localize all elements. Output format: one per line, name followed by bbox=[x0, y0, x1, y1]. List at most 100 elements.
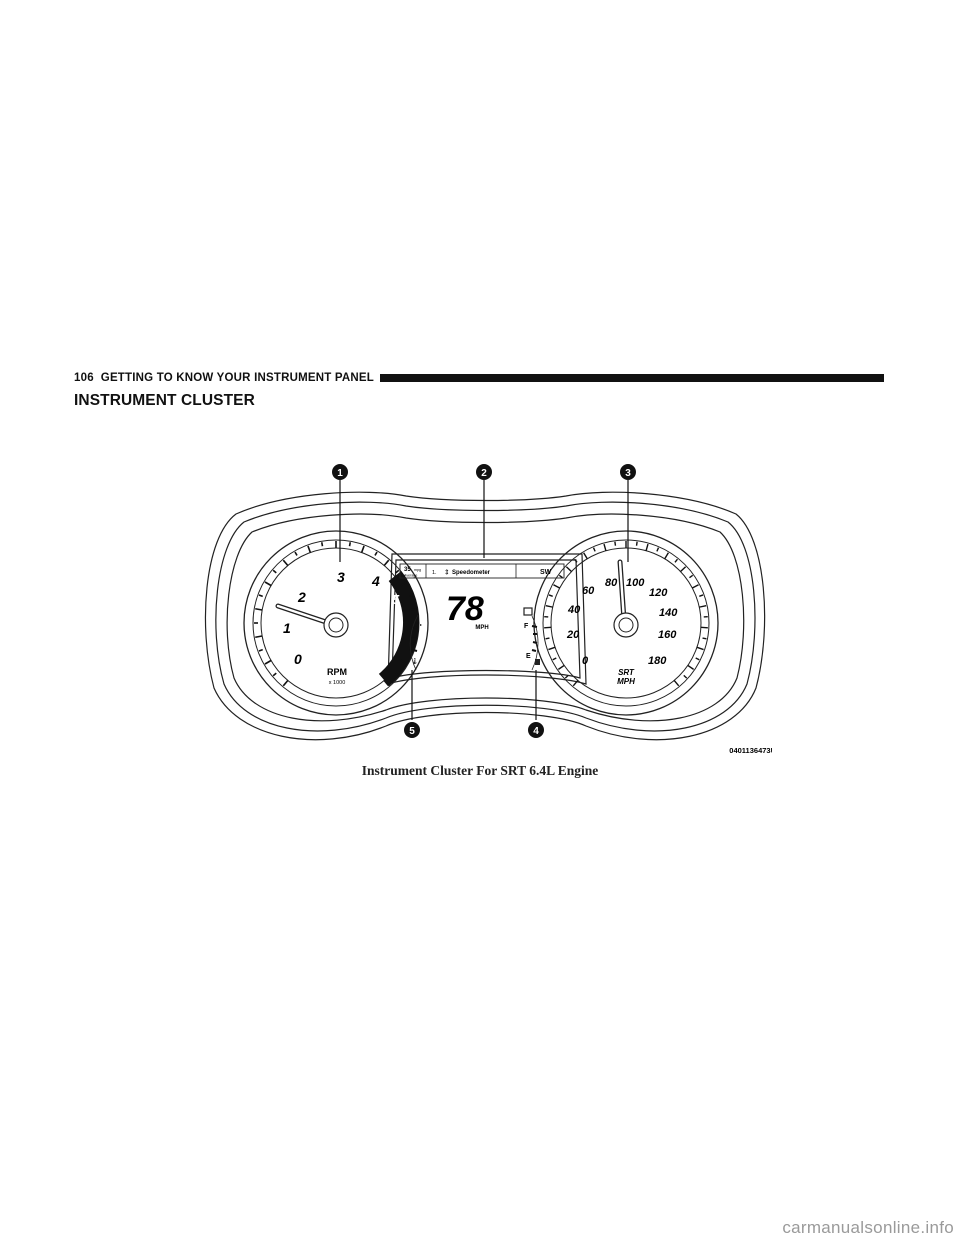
speed-label-100: 100 bbox=[626, 577, 645, 589]
running-title: GETTING TO KNOW YOUR INSTRUMENT PANEL bbox=[100, 372, 374, 384]
tach-ticks-mark bbox=[258, 594, 263, 598]
tach-ticks-mark bbox=[282, 559, 289, 567]
section-title: INSTRUMENT CLUSTER bbox=[74, 392, 255, 409]
speed-ticks-mark bbox=[552, 657, 557, 661]
speed-ticks-mark bbox=[573, 558, 578, 563]
running-header: 106 GETTING TO KNOW YOUR INSTRUMENT PANE… bbox=[74, 370, 884, 386]
digital-speed: 78 bbox=[446, 590, 484, 628]
speed-ticks-mark bbox=[645, 543, 649, 551]
tach-ticks-mark bbox=[400, 659, 408, 665]
tach-ticks-mark bbox=[409, 648, 414, 652]
callout-1: 1 bbox=[332, 464, 348, 480]
callout-leaders bbox=[339, 480, 629, 720]
callout-4-number: 4 bbox=[533, 726, 539, 737]
tach-label-6: 6 bbox=[377, 622, 385, 637]
speed-label-60: 60 bbox=[582, 585, 595, 597]
mpg-label: Average bbox=[404, 574, 417, 578]
tach-ticks-mark bbox=[409, 594, 414, 598]
speed-ticks-mark bbox=[572, 680, 579, 687]
tach-ticks-mark bbox=[374, 551, 378, 556]
speed-ticks-mark bbox=[564, 674, 569, 679]
tach-ticks-mark bbox=[255, 635, 263, 639]
center-display: 35 mpg Average 1. ⇕ Speedometer SW 78 MP… bbox=[399, 563, 565, 671]
speed-ticks-mark bbox=[614, 541, 617, 546]
srt-logo: SRT bbox=[618, 668, 635, 677]
tach-label-4: 4 bbox=[371, 573, 380, 589]
tach-ticks-mark bbox=[409, 607, 417, 611]
tach-ticks-mark bbox=[383, 679, 390, 687]
speed-ticks-mark bbox=[558, 574, 563, 579]
figure-caption: Instrument Cluster For SRT 6.4L Engine bbox=[361, 763, 599, 778]
speed-unit-dial: MPH bbox=[617, 677, 635, 686]
callout-2: 2 bbox=[476, 464, 492, 480]
menu-item: Speedometer bbox=[452, 570, 491, 576]
tachometer-hub bbox=[323, 612, 349, 638]
tach-ticks-mark bbox=[348, 542, 352, 547]
tach-ticks-mark bbox=[255, 607, 263, 611]
speedometer-hub bbox=[613, 612, 639, 638]
fuel-pump-icon bbox=[535, 659, 540, 665]
speed-ticks-mark bbox=[699, 604, 707, 608]
tach-ticks-mark bbox=[395, 672, 400, 677]
sw-label: SW bbox=[540, 569, 552, 576]
speed-ticks-mark bbox=[699, 594, 704, 597]
speed-ticks-mark bbox=[565, 566, 572, 573]
tach-multiplier: x 1000 bbox=[329, 680, 346, 686]
speed-ticks-mark bbox=[689, 574, 694, 579]
tach-label-1: 1 bbox=[283, 620, 291, 636]
speed-ticks-mark bbox=[674, 558, 679, 563]
tach-ticks-mark bbox=[383, 559, 390, 567]
instrument-cluster-figure: 3 4 2 1 0 5 6 7 RPM x 1000 0 20 40 60 80 bbox=[196, 458, 772, 758]
fuel-gauge-arc bbox=[531, 615, 539, 671]
tach-unit: RPM bbox=[327, 667, 347, 677]
speed-label-140: 140 bbox=[659, 607, 678, 619]
speed-ticks-mark bbox=[548, 646, 556, 651]
speed-ticks-mark bbox=[545, 637, 550, 640]
fuel-empty-label: E bbox=[526, 653, 531, 660]
speed-ticks-mark bbox=[545, 604, 553, 608]
tach-ticks-mark bbox=[282, 679, 289, 687]
tachometer-needle bbox=[276, 604, 334, 626]
digital-speed-unit: MPH bbox=[475, 625, 488, 631]
header-rule bbox=[379, 374, 884, 382]
fuel-full-label: F bbox=[524, 623, 529, 630]
watermark: carmanualsonline.info bbox=[782, 1218, 954, 1237]
tach-ticks-mark bbox=[264, 659, 272, 665]
tach-ticks-mark bbox=[264, 581, 272, 587]
page-number: 106 bbox=[74, 372, 94, 384]
speed-ticks-mark bbox=[664, 552, 669, 560]
speed-label-40: 40 bbox=[567, 604, 581, 616]
speed-ticks-mark bbox=[553, 584, 560, 589]
up-down-arrows-icon: ⇕ bbox=[444, 569, 450, 577]
callout-3: 3 bbox=[620, 464, 636, 480]
speed-label-120: 120 bbox=[649, 587, 668, 599]
speed-ticks-mark bbox=[548, 594, 553, 597]
speed-ticks-mark bbox=[680, 566, 687, 573]
speed-ticks-mark bbox=[692, 584, 699, 589]
tach-label-5: 5 bbox=[392, 592, 400, 607]
tach-label-3: 3 bbox=[337, 569, 345, 585]
speed-ticks-mark bbox=[683, 674, 688, 679]
callout-5: 5 bbox=[404, 722, 420, 738]
speed-ticks-mark bbox=[687, 664, 695, 670]
tach-ticks-mark bbox=[307, 545, 312, 553]
bezel-outline bbox=[204, 491, 766, 741]
tach-label-0: 0 bbox=[294, 651, 302, 667]
tach-ticks-mark bbox=[360, 545, 365, 553]
mpg-value: 35 bbox=[404, 567, 411, 573]
speed-ticks-mark bbox=[695, 657, 700, 661]
tach-ticks-mark bbox=[400, 581, 408, 587]
fuel-gauge-ticks bbox=[531, 625, 538, 652]
speed-ticks-mark bbox=[603, 543, 607, 551]
callout-3-number: 3 bbox=[625, 468, 631, 479]
speed-label-80: 80 bbox=[605, 577, 618, 589]
tach-ticks-mark bbox=[258, 648, 263, 652]
image-code: 0401136473US bbox=[729, 746, 772, 755]
tach-ticks-mark bbox=[272, 672, 277, 677]
temp-hot-icon: ▸ bbox=[420, 622, 422, 627]
speed-ticks-mark bbox=[583, 552, 588, 560]
tach-ticks-mark bbox=[294, 551, 298, 556]
temperature-gauge-ticks bbox=[411, 626, 418, 652]
instrument-cluster-illustration: 3 4 2 1 0 5 6 7 RPM x 1000 0 20 40 60 80 bbox=[204, 464, 772, 755]
callout-1-number: 1 bbox=[337, 468, 343, 479]
